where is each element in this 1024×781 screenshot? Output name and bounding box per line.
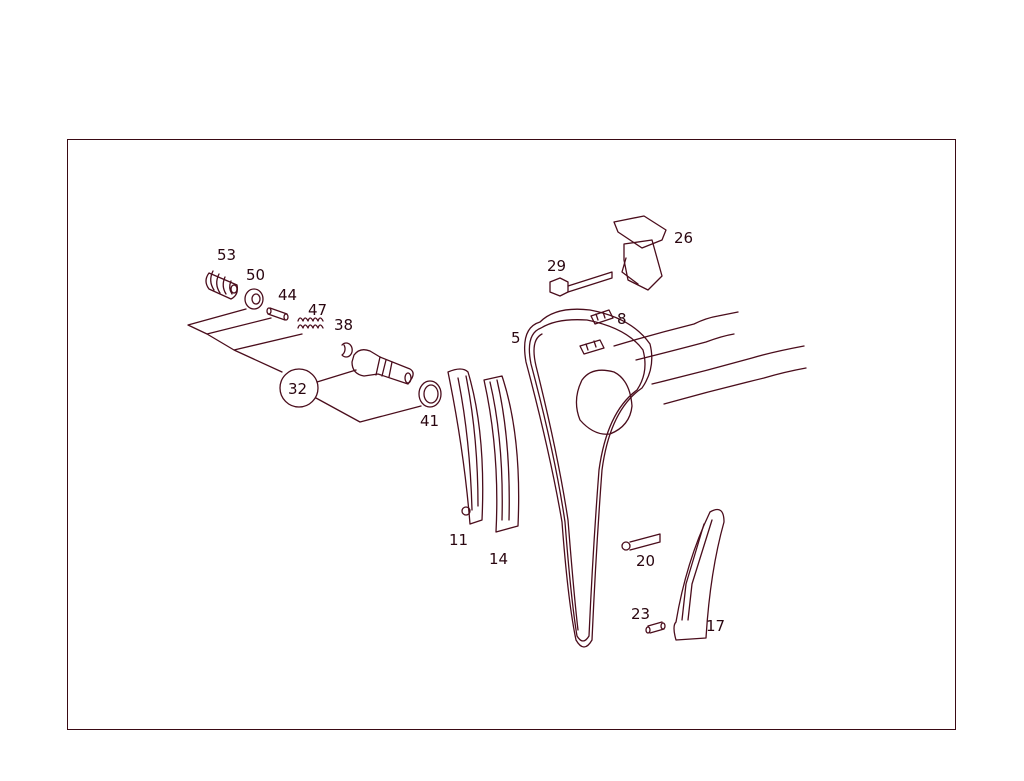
part-53-boot[interactable] <box>205 270 239 300</box>
part-50-seal-ring[interactable] <box>244 288 264 310</box>
group-32-leaders <box>187 308 422 423</box>
callout-47[interactable]: 47 <box>308 301 327 319</box>
part-44-pin[interactable] <box>266 307 289 321</box>
callout-11[interactable]: 11 <box>449 531 468 549</box>
part-38-snap-ring[interactable] <box>341 342 353 358</box>
chain-link-detail <box>579 339 605 355</box>
chain-continuation-lines <box>613 311 807 405</box>
part-32-tensioner-body[interactable] <box>351 349 414 385</box>
callout-5[interactable]: 5 <box>511 329 521 347</box>
callout-50[interactable]: 50 <box>246 266 265 284</box>
part-11-tensioning-rail[interactable] <box>447 368 484 525</box>
callout-14[interactable]: 14 <box>489 550 508 568</box>
callout-32[interactable]: 32 <box>288 380 307 398</box>
callout-17[interactable]: 17 <box>706 617 725 635</box>
part-29-bolt[interactable] <box>549 271 613 297</box>
part-8-chain-link[interactable] <box>590 309 614 325</box>
callout-circle-32[interactable] <box>279 368 319 408</box>
part-23-pin[interactable] <box>645 621 666 634</box>
diagram-frame <box>67 139 956 730</box>
part-41-sealing-ring[interactable] <box>418 380 442 408</box>
callout-41[interactable]: 41 <box>420 412 439 430</box>
callout-26[interactable]: 26 <box>674 229 693 247</box>
part-17-guide-rail[interactable] <box>673 508 725 641</box>
callout-20[interactable]: 20 <box>636 552 655 570</box>
part-5-timing-chain[interactable] <box>523 308 653 648</box>
callout-38[interactable]: 38 <box>334 316 353 334</box>
part-47-spring[interactable] <box>297 317 324 329</box>
part-20-bolt[interactable] <box>621 533 661 551</box>
callout-23[interactable]: 23 <box>631 605 650 623</box>
part-14-guide-rail[interactable] <box>483 375 520 533</box>
callout-8[interactable]: 8 <box>617 310 627 328</box>
part-26-bracket[interactable] <box>613 215 667 291</box>
callout-44[interactable]: 44 <box>278 286 297 304</box>
callout-29[interactable]: 29 <box>547 257 566 275</box>
callout-53[interactable]: 53 <box>217 246 236 264</box>
